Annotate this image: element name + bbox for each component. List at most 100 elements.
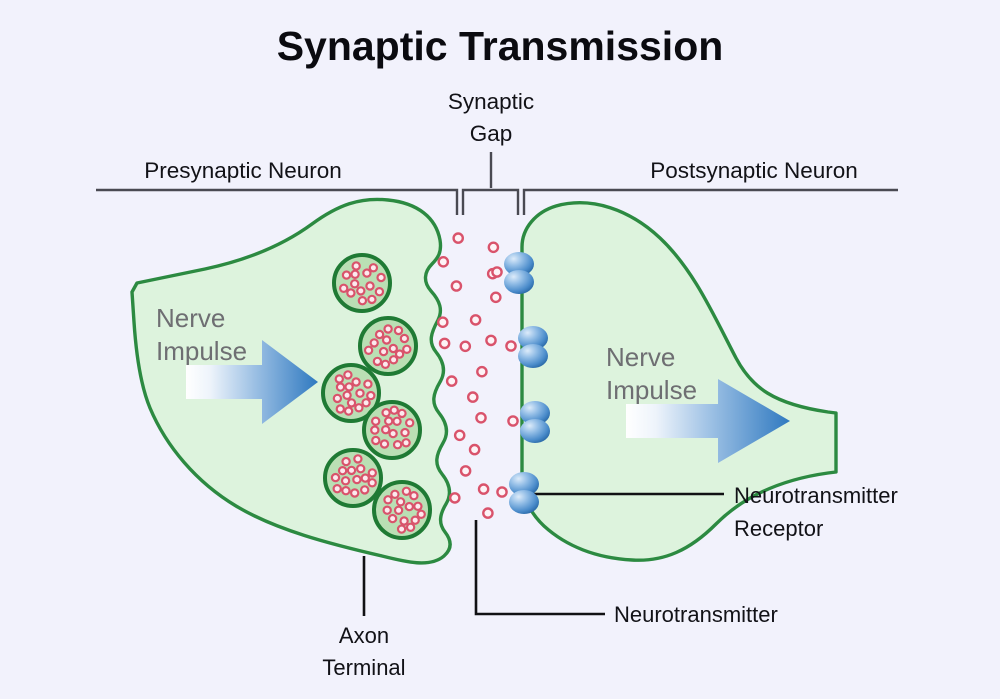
neurotransmitter-dot bbox=[405, 522, 416, 533]
axon-terminal-label-line1: Axon bbox=[339, 623, 389, 648]
neurotransmitter-dot bbox=[381, 335, 392, 345]
receptor-lobe-upper bbox=[504, 252, 534, 276]
receptor-lobe-lower bbox=[518, 344, 548, 368]
neurotransmitter-dot bbox=[332, 484, 342, 494]
neurotransmitter-dot bbox=[346, 398, 357, 408]
neurotransmitter-dot bbox=[371, 435, 381, 446]
neurotransmitter-group bbox=[436, 232, 502, 519]
neurotransmitter-dot bbox=[410, 515, 420, 525]
neurotransmitter-dot bbox=[374, 287, 385, 297]
neurotransmitter-molecule bbox=[469, 314, 482, 326]
neurotransmitter-dot bbox=[335, 382, 346, 392]
nerve-impulse-right-group: Nerve Impulse bbox=[606, 342, 790, 463]
neurotransmitter-receptor-callout: Neurotransmitter Receptor bbox=[734, 483, 898, 541]
neurotransmitter-molecule bbox=[459, 465, 472, 477]
neurotransmitter-dot bbox=[346, 288, 356, 298]
neurotransmitter-label: Neurotransmitter bbox=[614, 602, 778, 627]
neurotransmitter-dot bbox=[384, 416, 394, 426]
neurotransmitter-dot bbox=[356, 286, 366, 296]
neurotransmitter-dot bbox=[401, 486, 412, 496]
neurotransmitter-dot bbox=[378, 346, 389, 357]
neurotransmitter-dot bbox=[343, 370, 353, 380]
postsynaptic-neuron bbox=[520, 201, 838, 562]
neurotransmitter-dot bbox=[357, 296, 368, 306]
neurotransmitter-dot bbox=[409, 491, 419, 501]
neurotransmitter-dot bbox=[367, 478, 377, 488]
receptor-lobe-upper bbox=[518, 326, 548, 350]
neurotransmitter-dot bbox=[367, 294, 377, 305]
neurotransmitter-dot bbox=[399, 516, 409, 526]
neurotransmitter-dot bbox=[366, 390, 376, 401]
neurotransmitter-molecule bbox=[459, 340, 472, 353]
nerve-impulse-left-arrow bbox=[186, 340, 318, 424]
synaptic-vesicle bbox=[321, 363, 381, 423]
neurotransmitter-dot bbox=[350, 488, 360, 498]
neurotransmitter-dot bbox=[399, 333, 410, 344]
receptor-lobe-lower bbox=[520, 419, 550, 443]
neurotransmitter-molecule bbox=[475, 411, 487, 424]
neurotransmitter-dot bbox=[368, 263, 379, 273]
neurotransmitter-dot bbox=[344, 382, 354, 392]
neurotransmitter-dot bbox=[354, 403, 364, 413]
neurotransmitter-leader-line bbox=[474, 520, 605, 616]
neurotransmitter-dot bbox=[371, 416, 381, 426]
neurotransmitter-molecule bbox=[489, 291, 502, 304]
neurotransmitter-dot bbox=[376, 272, 386, 283]
presynaptic-neuron-label: Presynaptic Neuron bbox=[144, 158, 342, 183]
nerve-impulse-right-arrow bbox=[626, 379, 790, 463]
neurotransmitter-dot bbox=[360, 473, 370, 483]
neurotransmitter-dot bbox=[362, 268, 372, 278]
bound-neurotransmitter bbox=[491, 266, 503, 278]
neurotransmitter-dot bbox=[330, 472, 341, 483]
neurotransmitter-dot bbox=[355, 388, 365, 398]
neurotransmitter-dot bbox=[341, 456, 351, 467]
synaptic-gap-label-line2: Gap bbox=[470, 121, 513, 146]
axon-terminal-label-line2: Terminal bbox=[322, 655, 405, 680]
neurotransmitter-dot bbox=[383, 324, 393, 334]
neurotransmitter-receptor-label-line2: Receptor bbox=[734, 516, 823, 541]
neurotransmitter-molecule bbox=[450, 280, 463, 292]
neurotransmitter-dot bbox=[337, 466, 348, 476]
nerve-impulse-left-line1: Nerve bbox=[156, 303, 225, 333]
neurotransmitter-dot bbox=[342, 390, 352, 400]
neurotransmitter-dot bbox=[381, 408, 391, 418]
bound-neurotransmitter bbox=[505, 340, 517, 352]
synaptic-vesicle-group bbox=[321, 253, 432, 540]
neurotransmitter-dot bbox=[360, 485, 370, 495]
neurotransmitter-dot bbox=[413, 501, 423, 511]
neurotransmitter-dot bbox=[393, 505, 404, 515]
neurotransmitter-receptor bbox=[505, 326, 548, 368]
synaptic-vesicle bbox=[358, 316, 418, 376]
neurotransmitter-dot bbox=[363, 345, 374, 355]
receptor-lobe-upper bbox=[509, 472, 539, 496]
page-title: Synaptic Transmission bbox=[277, 23, 724, 69]
neurotransmitter-dot bbox=[335, 404, 345, 414]
neurotransmitter-dot bbox=[379, 439, 390, 449]
neurotransmitter-molecule bbox=[485, 334, 497, 347]
postsynaptic-neuron-label: Postsynaptic Neuron bbox=[650, 158, 858, 183]
neurotransmitter-dot bbox=[381, 425, 391, 435]
neurotransmitter-molecule bbox=[452, 232, 465, 244]
neurotransmitter-dot bbox=[352, 474, 362, 485]
neurotransmitter-callout: Neurotransmitter bbox=[474, 520, 778, 627]
neurotransmitter-dot bbox=[346, 465, 357, 476]
neurotransmitter-receptor-label-line1: Neurotransmitter bbox=[734, 483, 898, 508]
neurotransmitter-dot bbox=[340, 476, 351, 486]
neurotransmitter-dot bbox=[341, 486, 351, 496]
synaptic-vesicle bbox=[323, 448, 383, 508]
neurotransmitter-dot bbox=[356, 464, 366, 474]
nerve-impulse-left-group: Nerve Impulse bbox=[156, 303, 318, 424]
axon-terminal-callout: Axon Terminal bbox=[322, 556, 406, 680]
neurotransmitter-dot bbox=[393, 325, 404, 336]
neurotransmitter-dot bbox=[401, 438, 411, 448]
neurotransmitter-dot bbox=[380, 359, 391, 369]
neurotransmitter-receptor bbox=[507, 401, 550, 443]
neurotransmitter-dot bbox=[383, 495, 393, 505]
neurotransmitter-dot bbox=[367, 468, 377, 478]
presynaptic-bracket bbox=[96, 188, 459, 215]
neurotransmitter-dot bbox=[343, 406, 354, 416]
neurotransmitter-dot bbox=[387, 513, 398, 524]
neurotransmitter-molecule bbox=[453, 429, 466, 442]
